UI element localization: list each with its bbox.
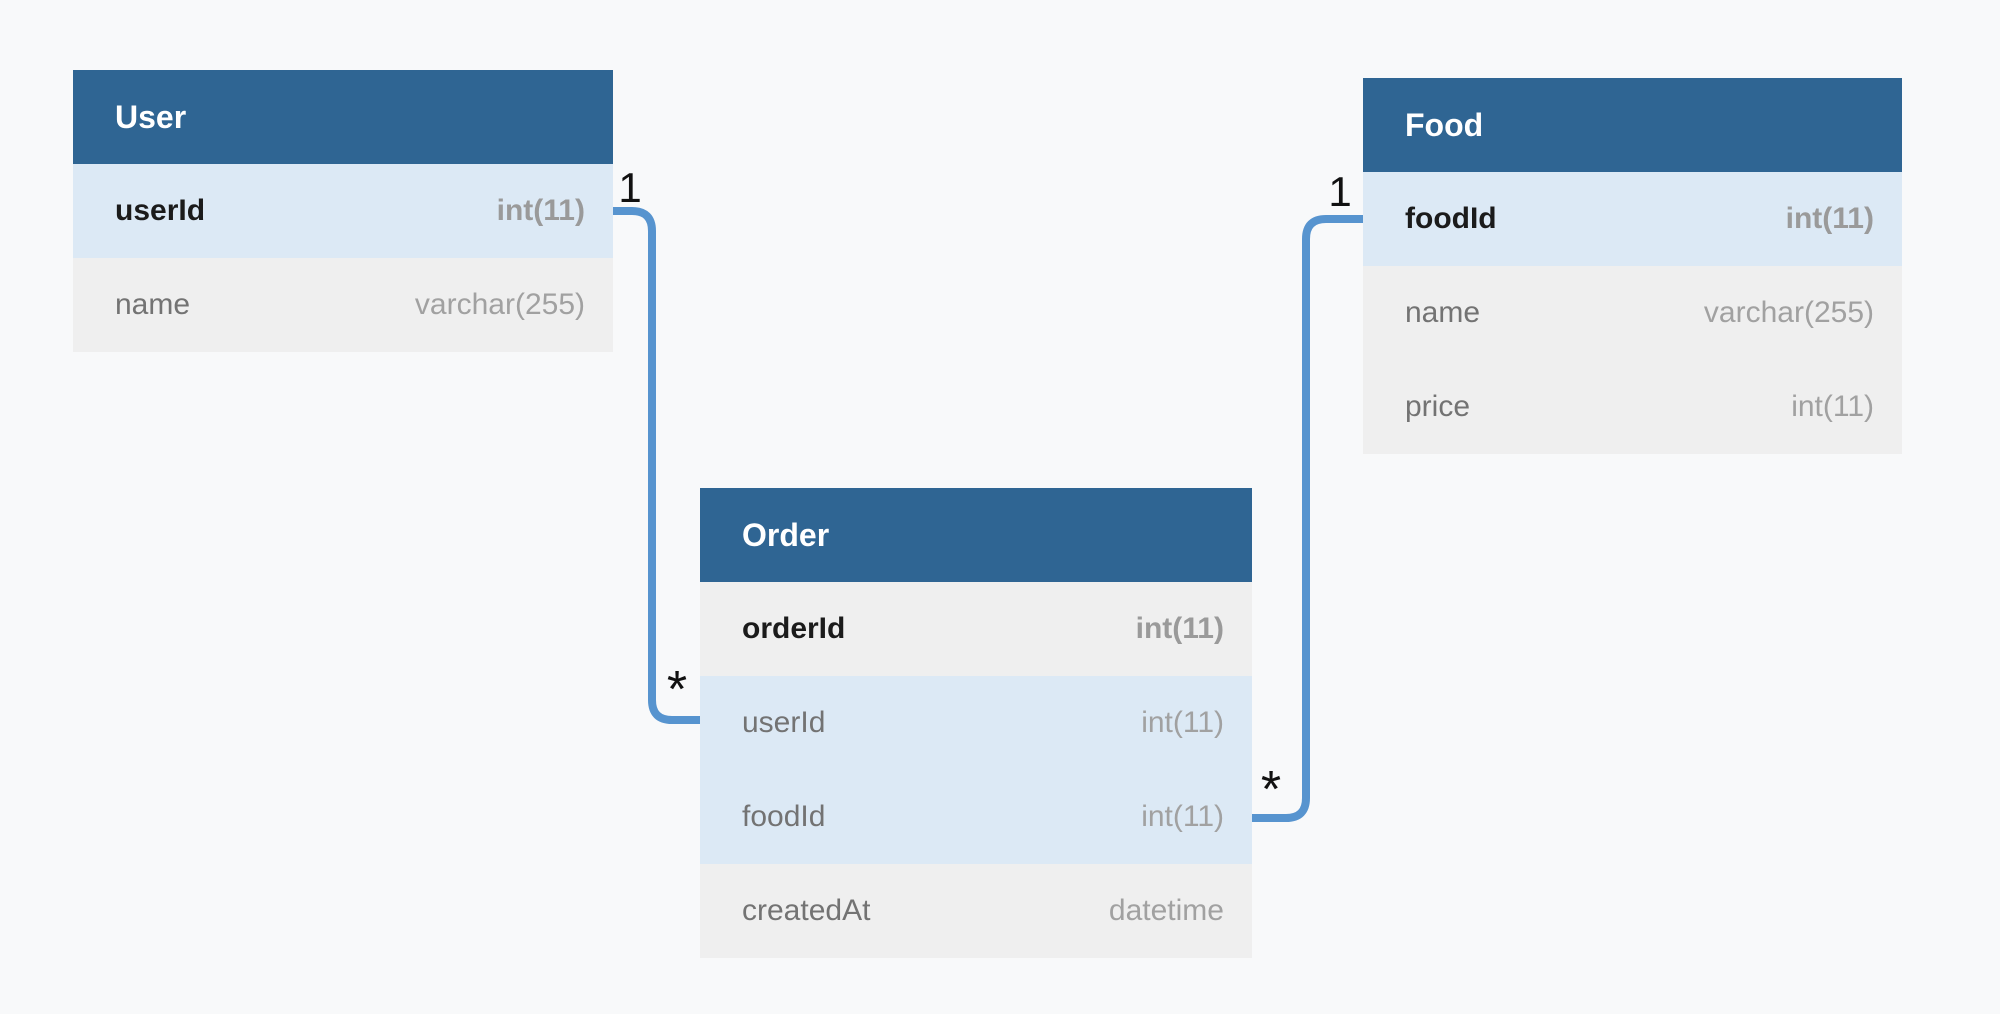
field-name: userId xyxy=(115,194,206,227)
field-type: varchar(255) xyxy=(414,288,585,321)
table-title: Order xyxy=(742,516,830,553)
field-type: int(11) xyxy=(1785,202,1874,235)
relation-food-order-path[interactable] xyxy=(1252,215,1363,822)
field-name: price xyxy=(1405,390,1471,423)
table-title: User xyxy=(115,98,187,135)
field-name: orderId xyxy=(742,612,846,645)
field-name: createdAt xyxy=(742,894,871,927)
field-type: int(11) xyxy=(1141,800,1224,833)
table-order-row-orderid[interactable]: orderId int(11) xyxy=(700,582,1252,676)
table-food-row-foodid[interactable]: foodId int(11) xyxy=(1363,172,1902,266)
cardinality-label-user-one: 1 xyxy=(618,164,641,211)
table-user-row-userid[interactable]: userId int(11) xyxy=(73,164,613,258)
field-name: foodId xyxy=(742,800,826,833)
table-user-row-name[interactable]: name varchar(255) xyxy=(73,258,613,352)
field-name: name xyxy=(115,288,191,321)
cardinality-label-food-one: 1 xyxy=(1328,168,1351,215)
field-type: int(11) xyxy=(1141,706,1224,739)
field-name: userId xyxy=(742,706,826,739)
field-type: datetime xyxy=(1108,894,1224,927)
table-order-row-userid[interactable]: userId int(11) xyxy=(700,676,1252,770)
field-name: foodId xyxy=(1405,202,1497,235)
cardinality-label-order-userid-many: * xyxy=(667,661,687,719)
field-type: varchar(255) xyxy=(1703,296,1874,329)
field-type: int(11) xyxy=(1135,612,1224,645)
table-user-header[interactable]: User xyxy=(73,70,613,164)
field-type: int(11) xyxy=(1791,390,1874,423)
table-title: Food xyxy=(1405,106,1484,143)
table-order-row-foodid[interactable]: foodId int(11) xyxy=(700,770,1252,864)
table-food-row-name[interactable]: name varchar(255) xyxy=(1363,266,1902,360)
table-food-header[interactable]: Food xyxy=(1363,78,1902,172)
relation-user-order-path[interactable] xyxy=(613,207,700,724)
table-order-header[interactable]: Order xyxy=(700,488,1252,582)
table-order[interactable]: Order orderId int(11) userId int(11) foo… xyxy=(700,488,1252,958)
field-name: name xyxy=(1405,296,1481,329)
table-user[interactable]: User userId int(11) name varchar(255) xyxy=(73,70,613,352)
table-food-row-price[interactable]: price int(11) xyxy=(1363,360,1902,454)
table-food[interactable]: Food foodId int(11) name varchar(255) pr… xyxy=(1363,78,1902,454)
field-type: int(11) xyxy=(496,194,585,227)
table-order-row-createdat[interactable]: createdAt datetime xyxy=(700,864,1252,958)
cardinality-label-order-foodid-many: * xyxy=(1261,761,1281,819)
